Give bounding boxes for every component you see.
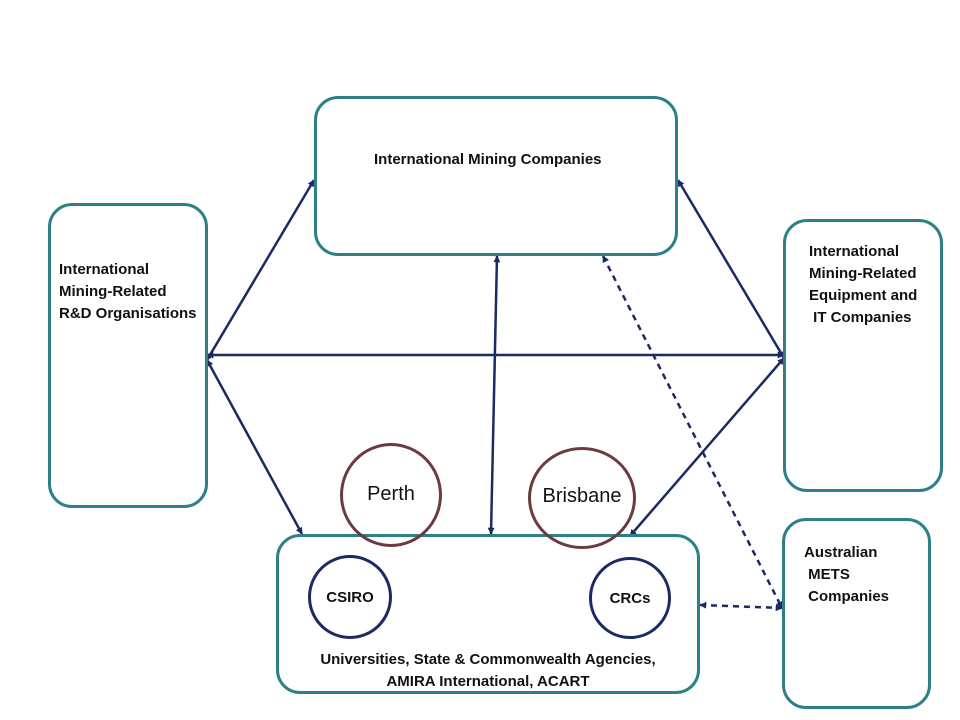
csiro-circle: CSIRO <box>308 555 392 639</box>
perth-label: Perth <box>367 483 415 505</box>
crcs-label: CRCs <box>609 590 651 607</box>
brisbane-label: Brisbane <box>542 485 622 507</box>
intl-rd-organisations-box: International Mining-Related R&D Organis… <box>48 203 208 508</box>
research-agencies-label: Universities, State & Commonwealth Agenc… <box>320 651 656 690</box>
brisbane-circle: Brisbane <box>528 447 636 549</box>
intl-equipment-it-box: International Mining-Related Equipment a… <box>783 219 943 492</box>
intl-equipment-it-label: International Mining-Related Equipment a… <box>809 243 918 326</box>
intl-rd-organisations-label: International Mining-Related R&D Organis… <box>59 261 197 322</box>
arrow-mining-to-research <box>487 255 501 535</box>
arrow-rd-to-mining <box>205 179 316 361</box>
intl-mining-companies-label: International Mining Companies <box>374 151 602 168</box>
crcs-circle: CRCs <box>589 557 671 639</box>
intl-mining-companies-box: International Mining Companies <box>314 96 678 256</box>
csiro-label: CSIRO <box>326 589 374 606</box>
dashed-arrow-research-to-mets <box>699 601 783 612</box>
arrow-equip-to-research <box>629 357 785 537</box>
perth-circle: Perth <box>340 443 442 547</box>
australian-mets-label: Australian METS Companies <box>804 544 890 605</box>
australian-mets-box: Australian METS Companies <box>782 518 931 709</box>
arrow-mining-to-equip <box>676 179 786 359</box>
arrow-rd-to-research <box>205 359 304 535</box>
